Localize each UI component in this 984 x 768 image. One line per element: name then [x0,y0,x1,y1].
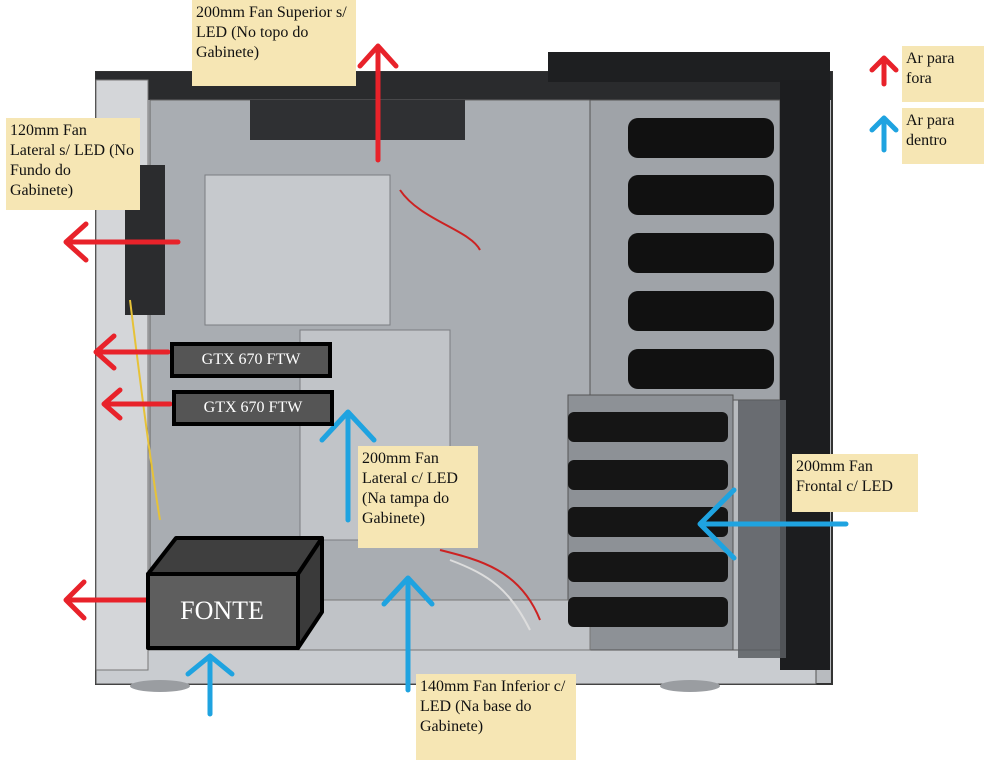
psu-label: FONTE [180,596,264,625]
cables [129,189,541,631]
hdd-trays [568,412,728,627]
drive-bay-trays [628,118,774,389]
psu-box [146,536,324,650]
side-fan-note: 200mm Fan Lateral c/ LED (Na tampa do Ga… [358,446,478,548]
bottom-fan-note: 140mm Fan Inferior c/ LED (Na base do Ga… [416,674,576,760]
front-fan-note: 200mm Fan Frontal c/ LED [792,454,918,512]
legend-out-label: Ar para fora [902,46,984,102]
gpu-label-2: GTX 670 FTW [172,390,334,426]
air-in-arrows [185,115,899,717]
legend-in-label: Ar para dentro [902,108,984,164]
top-fan-note: 200mm Fan Superior s/ LED (No topo do Ga… [192,0,356,86]
rear-fan-note: 120mm Fan Lateral s/ LED (No Fundo do Ga… [6,118,140,210]
air-out-arrows [63,43,899,621]
gpu-label-1: GTX 670 FTW [170,342,332,378]
